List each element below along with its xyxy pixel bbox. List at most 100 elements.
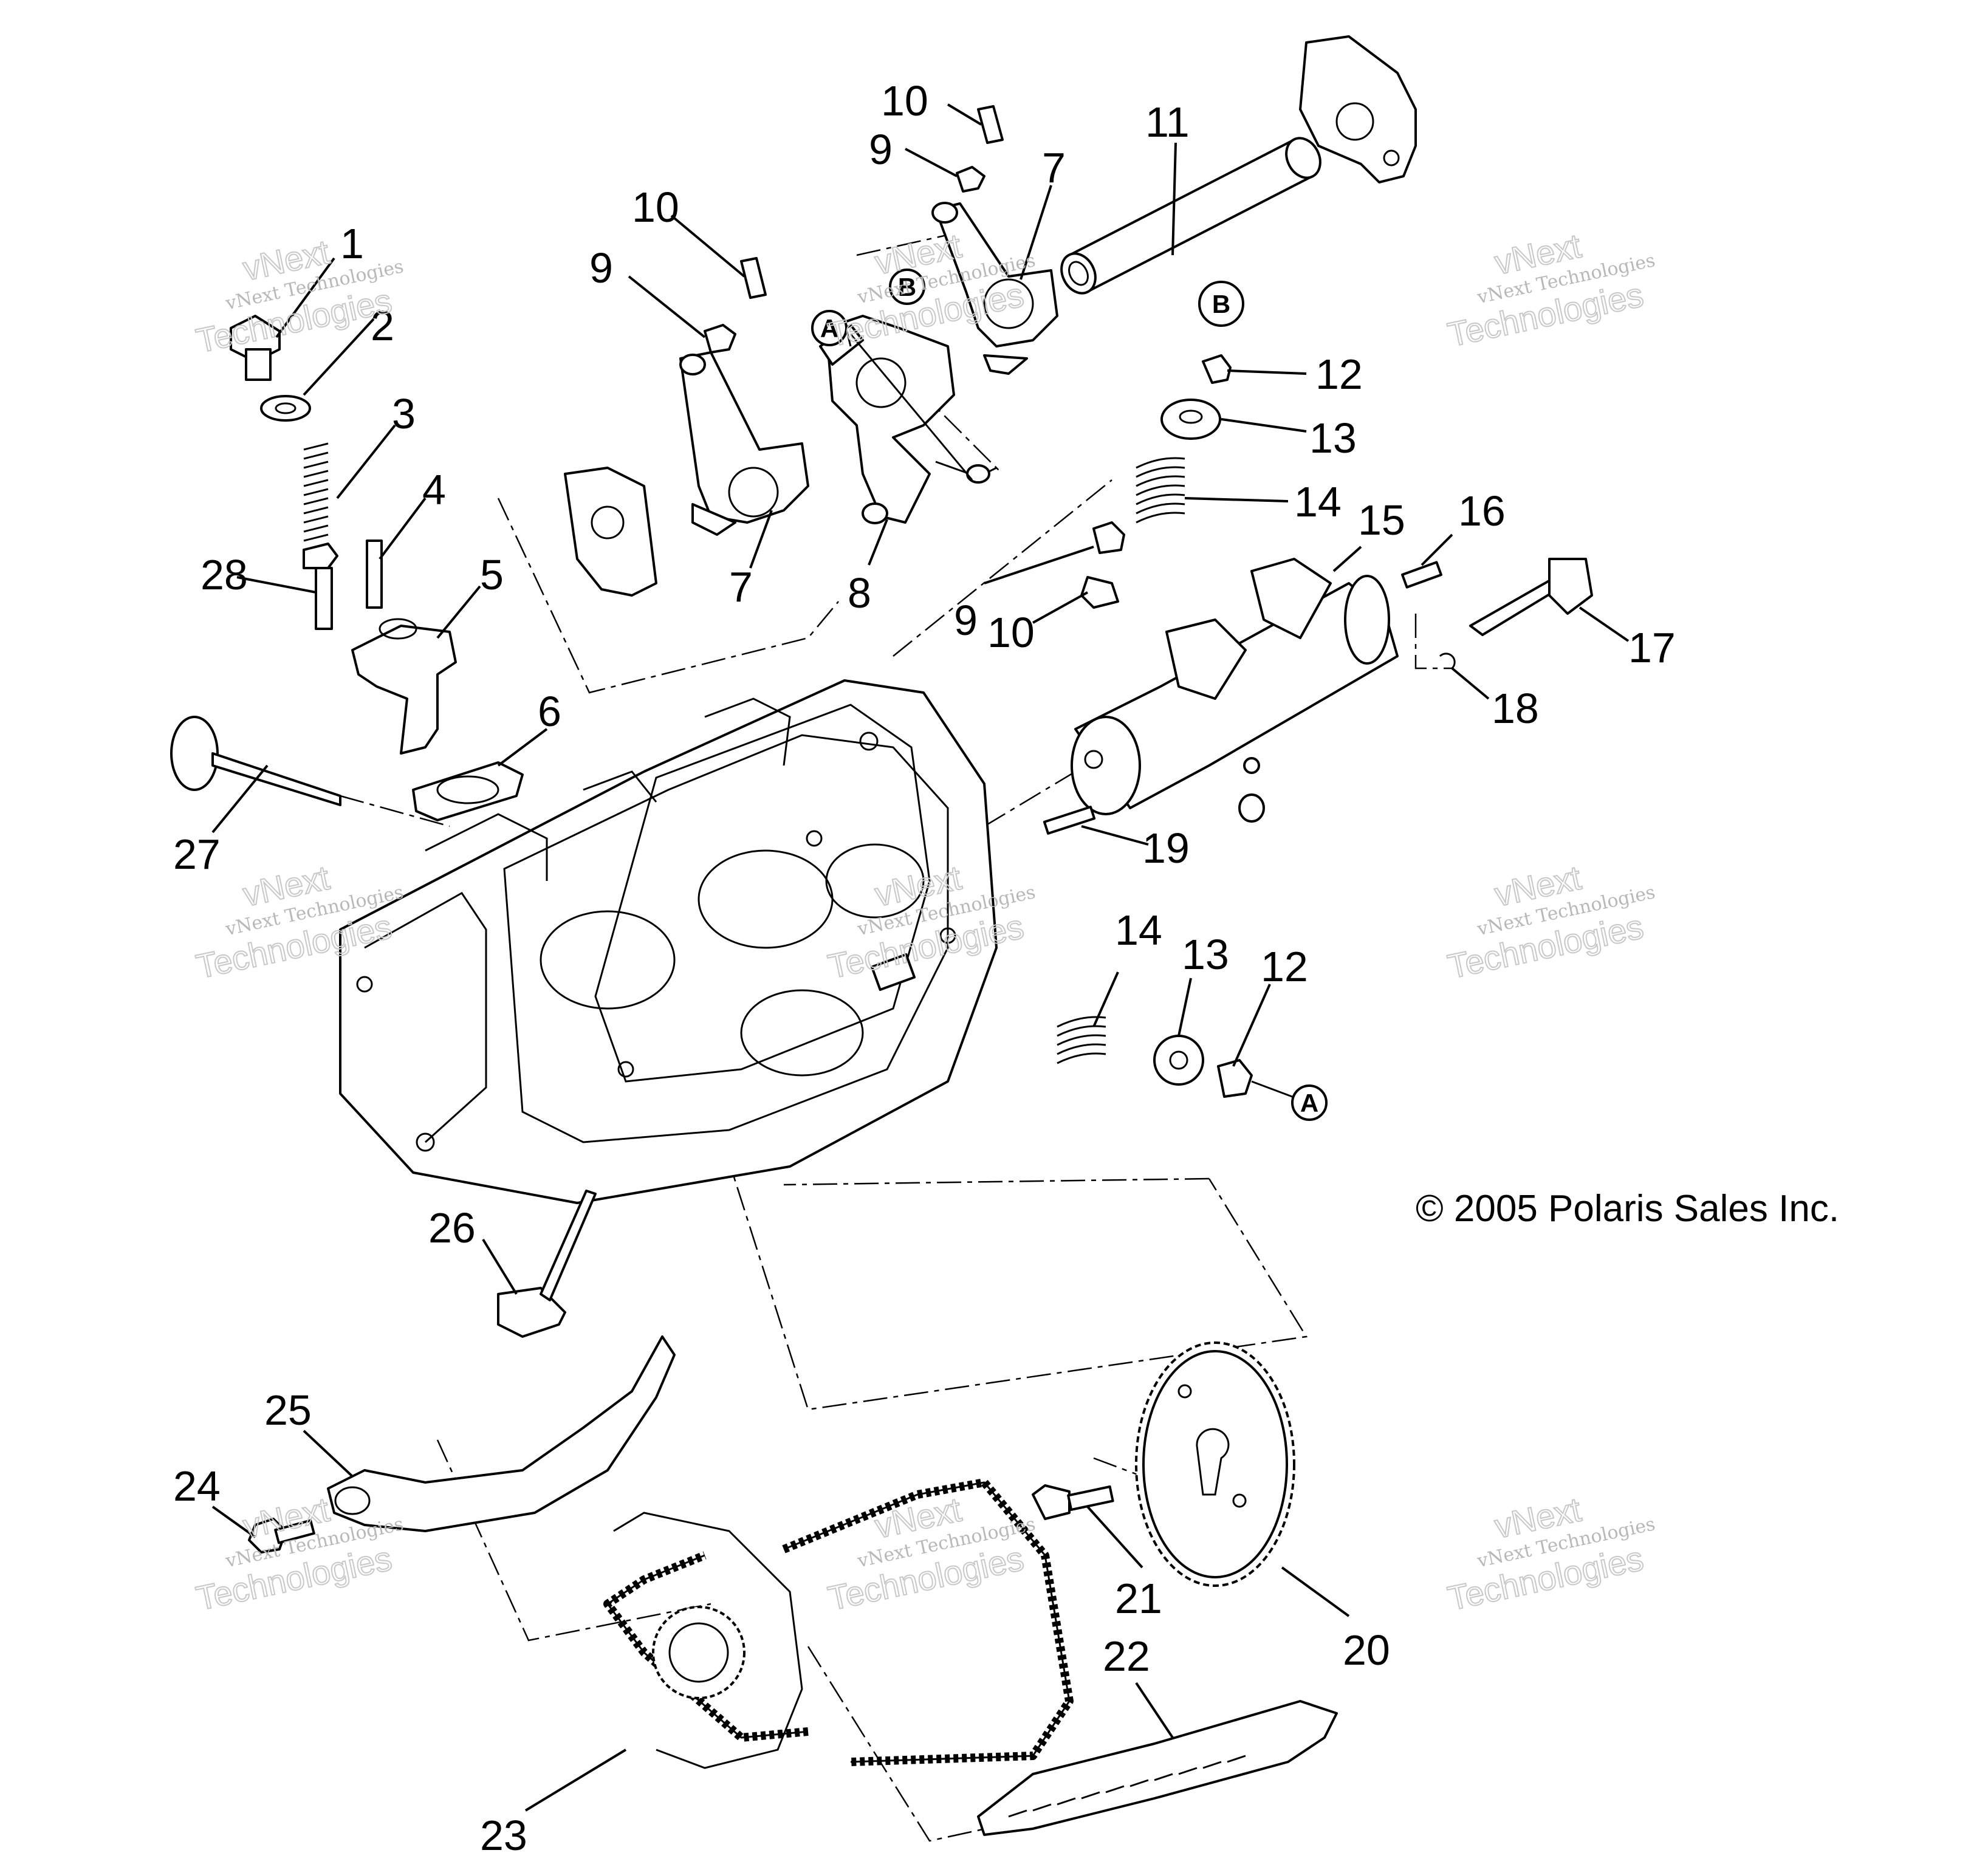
cam-bearing-cap bbox=[564, 35, 1417, 597]
nut-9-top bbox=[956, 166, 985, 193]
callout-28: 28 bbox=[201, 551, 248, 598]
callout-21: 21 bbox=[1115, 1575, 1162, 1622]
callout-9-mid: 9 bbox=[589, 244, 613, 292]
adjust-screw-10-top bbox=[977, 105, 1004, 144]
ref-circle-b1: B bbox=[889, 269, 925, 305]
watermark-9: vNext vNext Technologies Technologies bbox=[1444, 1489, 1657, 1618]
bolt-21-head bbox=[1032, 1484, 1071, 1520]
tensioner-assembly bbox=[230, 315, 524, 821]
leader-lines bbox=[211, 103, 1630, 1812]
ref-circle-b2-shape bbox=[1198, 281, 1244, 327]
bolt-28-head bbox=[303, 543, 338, 569]
cam-sprocket bbox=[1032, 1341, 1295, 1587]
ref-letter-b1: B bbox=[898, 273, 916, 301]
adjusters bbox=[704, 105, 1125, 609]
callout-9-low: 9 bbox=[954, 597, 978, 644]
bolt-28-shank bbox=[315, 567, 333, 630]
rocker-arms bbox=[679, 137, 1321, 536]
callout-6: 6 bbox=[538, 688, 561, 735]
callout-10-low: 10 bbox=[987, 609, 1035, 656]
pin-19 bbox=[1043, 806, 1096, 835]
crank-sprocket bbox=[652, 1606, 746, 1699]
callout-10-top: 10 bbox=[881, 77, 928, 125]
ref-letter-a2: A bbox=[1300, 1089, 1318, 1117]
cylinder-head bbox=[339, 679, 998, 1204]
washer-2 bbox=[260, 395, 311, 422]
callout-labels: 1 2 3 4 5 6 7 7 8 9 9 9 10 10 10 11 12 1… bbox=[173, 77, 1676, 1859]
callout-7-right: 7 bbox=[1042, 144, 1066, 191]
adjust-screw-10-low bbox=[1080, 576, 1119, 609]
ref-letter-b2: B bbox=[1212, 290, 1230, 318]
callout-27: 27 bbox=[173, 831, 221, 878]
callout-17: 17 bbox=[1628, 624, 1676, 671]
callout-23: 23 bbox=[480, 1812, 527, 1859]
callout-9-top: 9 bbox=[869, 126, 893, 173]
reference-markers: A A B B bbox=[811, 269, 1328, 1121]
watermark-8: vNext vNext Technologies Technologies bbox=[824, 1489, 1037, 1618]
bolt-24-shank bbox=[274, 1519, 315, 1544]
callout-13-upper: 13 bbox=[1309, 414, 1357, 462]
ref-circle-a1: A bbox=[811, 310, 848, 346]
callout-2: 2 bbox=[371, 302, 394, 349]
valve-train-lower bbox=[1057, 1016, 1253, 1098]
adjust-screw-10-mid bbox=[740, 257, 767, 299]
rocker-arm-7-left bbox=[679, 351, 809, 524]
ref-circle-a2: A bbox=[1291, 1084, 1328, 1121]
valve-train-upper bbox=[1136, 281, 1244, 524]
bolt-21-shank bbox=[1067, 1485, 1114, 1511]
rocker-shaft-11 bbox=[1068, 139, 1314, 293]
bolt-24-head bbox=[248, 1518, 287, 1554]
cam-bearing-cap-2 bbox=[564, 467, 657, 597]
ref-letter-a1: A bbox=[820, 314, 838, 343]
camshaft-end bbox=[1071, 716, 1141, 815]
callout-25: 25 bbox=[264, 1386, 312, 1434]
callout-16: 16 bbox=[1458, 487, 1506, 535]
callout-14-upper: 14 bbox=[1294, 478, 1342, 526]
valve-27-stem bbox=[211, 752, 341, 806]
keeper-12 bbox=[1202, 354, 1232, 384]
cam-bearing-ball bbox=[1238, 793, 1265, 823]
valve-spring-14 bbox=[1136, 457, 1185, 524]
callout-4: 4 bbox=[422, 466, 446, 513]
sprocket-20-body bbox=[1142, 1350, 1288, 1578]
callout-14-lower: 14 bbox=[1115, 906, 1162, 954]
bolt-1-shank bbox=[245, 348, 272, 381]
chain-guides bbox=[248, 1335, 1338, 1836]
copyright-notice: © 2005 Polaris Sales Inc. bbox=[1416, 1188, 1839, 1230]
ref-circle-b2: B bbox=[1212, 290, 1230, 318]
clip-18 bbox=[1439, 653, 1456, 670]
rocker-arm-8 bbox=[825, 315, 955, 524]
callout-19: 19 bbox=[1142, 824, 1190, 872]
watermark-6: vNext vNext Technologies Technologies bbox=[1444, 857, 1657, 986]
plunger-4 bbox=[366, 540, 383, 609]
callout-18: 18 bbox=[1492, 685, 1539, 732]
tensioner-5 bbox=[351, 625, 457, 755]
callout-1: 1 bbox=[340, 220, 364, 267]
nut-9-low bbox=[1092, 521, 1125, 554]
valve-27-head bbox=[170, 716, 219, 791]
valve-26-head bbox=[497, 1287, 566, 1338]
timing-chain bbox=[603, 1478, 1074, 1769]
retainer-13 bbox=[1160, 399, 1221, 440]
rocker-arm-7-right bbox=[934, 202, 1058, 348]
callout-11: 11 bbox=[1145, 98, 1190, 146]
callout-22: 22 bbox=[1103, 1632, 1150, 1680]
gasket-6 bbox=[412, 761, 524, 821]
callout-5: 5 bbox=[480, 551, 504, 598]
watermark-3: vNext vNext Technologies Technologies bbox=[1444, 225, 1657, 354]
valve-26-stem bbox=[540, 1190, 597, 1301]
callout-26: 26 bbox=[428, 1204, 476, 1252]
chain-guide-25 bbox=[327, 1335, 676, 1532]
retainer-13-lower bbox=[1153, 1035, 1204, 1086]
callout-12-upper: 12 bbox=[1315, 351, 1363, 398]
callout-13-lower: 13 bbox=[1182, 931, 1229, 978]
callout-24: 24 bbox=[173, 1462, 221, 1510]
camshaft bbox=[1043, 558, 1593, 835]
callout-10-mid: 10 bbox=[632, 183, 679, 231]
callout-20: 20 bbox=[1343, 1626, 1390, 1674]
pin-16 bbox=[1401, 561, 1442, 589]
valves bbox=[170, 716, 597, 1338]
spring-3 bbox=[303, 442, 329, 542]
valve-spring-14-lower bbox=[1057, 1016, 1106, 1064]
